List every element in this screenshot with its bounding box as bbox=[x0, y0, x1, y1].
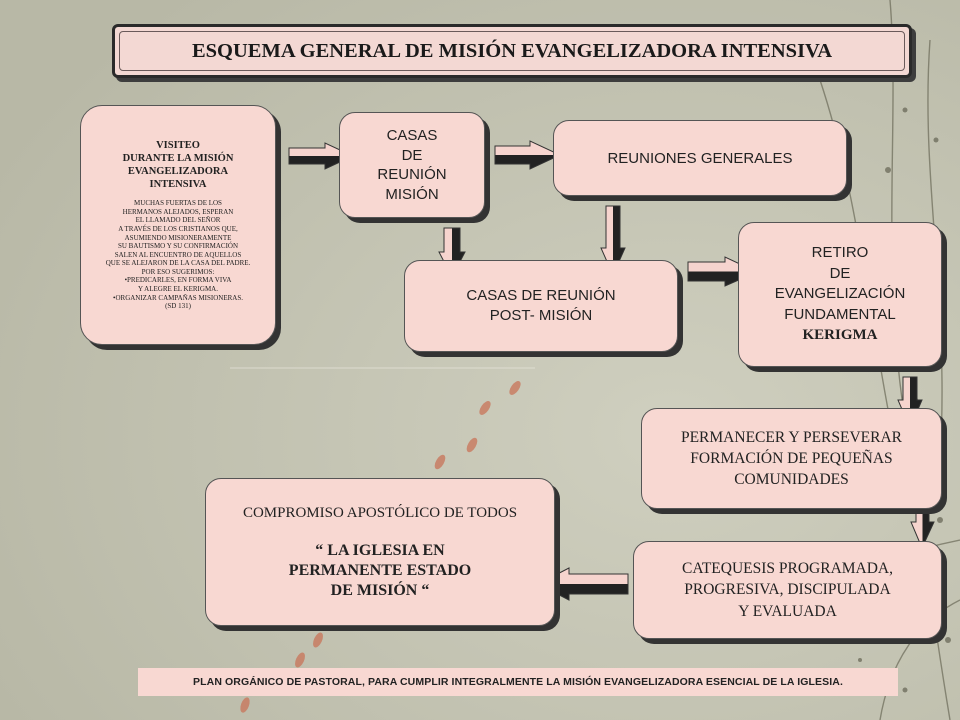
casas-mision-line: MISIÓN bbox=[385, 185, 439, 203]
reuniones-generales-box: REUNIONES GENERALES bbox=[553, 120, 847, 196]
visiteo-body-line: MUCHAS FUERTAS DE LOS bbox=[134, 199, 222, 208]
permanecer-line: FORMACIÓN DE PEQUEÑAS bbox=[690, 450, 893, 467]
retiro-line: DE bbox=[829, 264, 851, 282]
retiro-line: EVANGELIZACIÓN bbox=[774, 285, 906, 303]
visiteo-body: MUCHAS FUERTAS DE LOS HERMANOS ALEJADOS,… bbox=[106, 199, 251, 311]
visiteo-heading-line: VISITEO bbox=[156, 140, 200, 152]
visiteo-body-line: POR ESO SUGERIMOS: bbox=[141, 267, 215, 276]
casas-post-mision-box: CASAS DE REUNIÓN POST- MISIÓN bbox=[404, 260, 678, 352]
compromiso-box: COMPROMISO APOSTÓLICO DE TODOS “ LA IGLE… bbox=[205, 478, 555, 626]
casas-post-line: CASAS DE REUNIÓN bbox=[466, 287, 616, 304]
retiro-line: RETIRO bbox=[811, 244, 869, 262]
casas-reunion-mision-box: CASAS DE REUNIÓN MISIÓN bbox=[339, 112, 485, 218]
visiteo-heading-line: DURANTE LA MISIÓN bbox=[122, 153, 234, 165]
visiteo-body-line: A TRAVÉS DE LOS CRISTIANOS QUE, bbox=[118, 224, 238, 233]
catequesis-line: CATEQUESIS PROGRAMADA, bbox=[682, 559, 893, 577]
visiteo-heading-line: INTENSIVA bbox=[149, 179, 207, 191]
casas-mision-line: DE bbox=[401, 146, 423, 164]
compromiso-bold-line: DE MISIÓN “ bbox=[330, 582, 430, 599]
compromiso-bold-line: PERMANENTE ESTADO bbox=[288, 562, 472, 579]
compromiso-bold-line: “ LA IGLESIA EN bbox=[315, 542, 445, 559]
visiteo-body-line: •PREDICARLES, EN FORMA VIVA bbox=[124, 276, 232, 285]
casas-mision-line: CASAS bbox=[386, 127, 438, 144]
visiteo-body-line: SU BAUTISMO Y SU CONFIRMACIÓN bbox=[117, 242, 239, 251]
arrow-casas-to-reuniones bbox=[494, 140, 562, 170]
visiteo-box: VISITEO DURANTE LA MISIÓN EVANGELIZADORA… bbox=[80, 105, 276, 345]
catequesis-line: PROGRESIVA, DISCIPULADA bbox=[684, 581, 891, 599]
compromiso-heading: COMPROMISO APOSTÓLICO DE TODOS bbox=[242, 505, 518, 521]
casas-post-line: POST- MISIÓN bbox=[489, 307, 593, 324]
permanecer-line: PERMANECER Y PERSEVERAR bbox=[680, 429, 903, 446]
catequesis-box: CATEQUESIS PROGRAMADA, PROGRESIVA, DISCI… bbox=[633, 541, 942, 639]
visiteo-body-line: ASUMIENDO MISIONERAMENTE bbox=[124, 233, 232, 242]
retiro-line: FUNDAMENTAL bbox=[784, 305, 896, 323]
casas-mision-line: REUNIÓN bbox=[377, 166, 447, 183]
retiro-box: RETIRO DE EVANGELIZACIÓN FUNDAMENTAL KER… bbox=[738, 222, 942, 367]
visiteo-body-line: EL LLAMADO DEL SEÑOR bbox=[135, 216, 221, 225]
visiteo-body-line: QUE SE ALEJARON DE LA CASA DEL PADRE. bbox=[105, 259, 251, 268]
permanecer-box: PERMANECER Y PERSEVERAR FORMACIÓN DE PEQ… bbox=[641, 408, 942, 509]
visiteo-body-line: HERMANOS ALEJADOS, ESPERAN bbox=[122, 207, 234, 216]
reuniones-label: REUNIONES GENERALES bbox=[607, 149, 793, 167]
visiteo-heading-line: EVANGELIZADORA bbox=[127, 166, 229, 178]
visiteo-body-line: Y ALEGRE EL KERIGMA. bbox=[138, 285, 218, 294]
visiteo-body-line: (SD 131) bbox=[165, 302, 191, 311]
footer-caption: PLAN ORGÁNICO DE PASTORAL, PARA CUMPLIR … bbox=[138, 668, 898, 696]
title-box: ESQUEMA GENERAL DE MISIÓN EVANGELIZADORA… bbox=[112, 24, 912, 78]
page-title: ESQUEMA GENERAL DE MISIÓN EVANGELIZADORA… bbox=[119, 31, 905, 71]
visiteo-body-line: •ORGANIZAR CAMPAÑAS MISIONERAS. bbox=[113, 293, 243, 302]
catequesis-line: Y EVALUADA bbox=[738, 602, 837, 620]
visiteo-heading: VISITEO DURANTE LA MISIÓN EVANGELIZADORA… bbox=[123, 139, 234, 191]
kerigma-label: KERIGMA bbox=[802, 327, 878, 344]
visiteo-body-line: SALEN AL ENCUENTRO DE AQUELLOS bbox=[114, 250, 242, 259]
permanecer-line: COMUNIDADES bbox=[734, 471, 849, 488]
